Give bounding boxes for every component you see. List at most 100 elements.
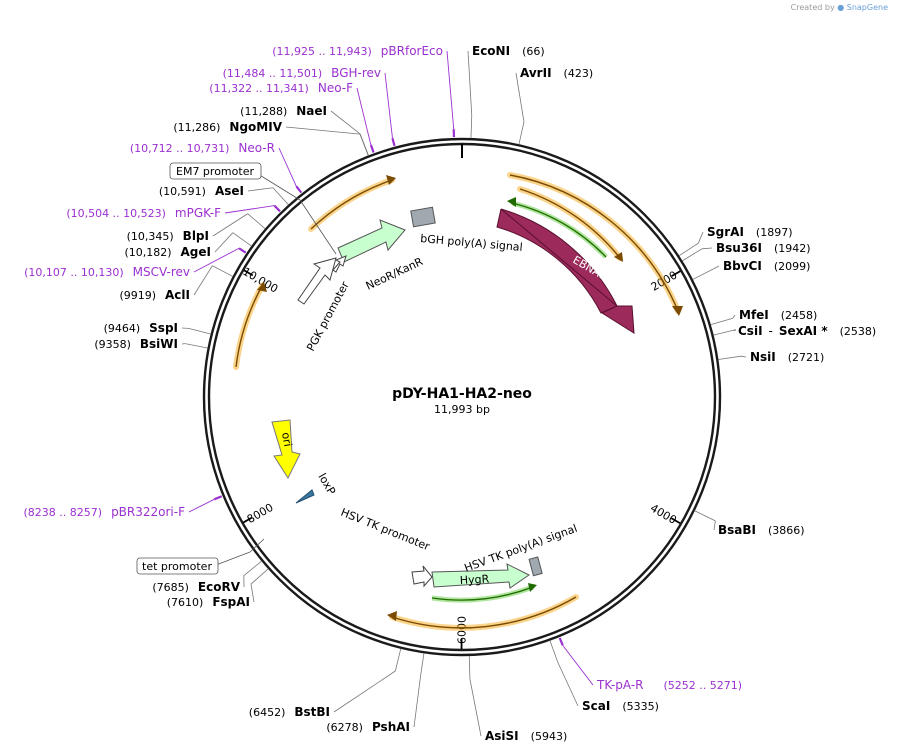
primer-label: TK-pA-R(5252 .. 5271) <box>596 678 742 692</box>
backbone <box>202 137 722 657</box>
green-arc-top-right-head <box>507 197 516 207</box>
site-label: SgrAI(1897) <box>707 225 792 239</box>
site-fspai[interactable]: (7610)FspAI <box>167 568 269 609</box>
primer-pbr322ori-f[interactable]: (8238 .. 8257)pBR322ori-F <box>24 495 223 519</box>
site-avrii[interactable]: AvrII(423) <box>515 66 593 145</box>
site-label: EcoNI(66) <box>472 44 545 58</box>
neor-label: NeoR/KanR <box>364 255 426 293</box>
loxp-arrow <box>295 489 315 504</box>
site-leader <box>185 343 208 349</box>
site-asisi[interactable]: AsiSI(5943) <box>468 655 567 743</box>
plasmid-name: pDY-HA1-HA2-neo <box>392 386 532 402</box>
primer-label: (11,484 .. 11,501)BGH-rev <box>223 66 381 80</box>
primer-leader <box>278 147 297 187</box>
green-arc-bottom-head <box>528 583 537 592</box>
site-leader <box>420 653 425 676</box>
primer-neo-f[interactable]: (11,322 .. 11,341)Neo-F <box>209 81 375 153</box>
site-blpi[interactable]: (10,345)BlpI <box>127 213 266 243</box>
site-bbvci[interactable]: BbvCI(2099) <box>692 259 811 280</box>
orange-arc-bottom-head <box>387 611 397 621</box>
site-bsiwi[interactable]: (9358)BsiWI <box>94 337 208 351</box>
site-scai[interactable]: ScaI(5335) <box>549 640 659 713</box>
site-agei[interactable]: (10,182)AgeI <box>124 232 252 259</box>
site-leader-ext <box>247 187 274 192</box>
boxed-label-leaders <box>215 173 337 566</box>
green-feature-arcs <box>431 197 608 603</box>
hsv-tk-promoter-feature: HSV TK promoter <box>339 506 433 588</box>
site-leader <box>359 133 369 156</box>
site-nsii[interactable]: NsiI(2721) <box>718 350 824 364</box>
site-leader <box>250 568 269 585</box>
primer-mark <box>558 637 564 646</box>
credit-brand: SnapGene <box>846 3 888 12</box>
orange-arc-top-left-head <box>386 175 396 185</box>
em7-leader-2 <box>299 199 337 255</box>
orange-arc-right-outer-head <box>672 306 683 316</box>
tick-mark <box>670 517 681 525</box>
tick-label: 6000 <box>456 616 469 644</box>
primer-bgh-rev[interactable]: (11,484 .. 11,501)BGH-rev <box>223 66 396 147</box>
green-arc-bottom <box>431 584 534 603</box>
tick-mark <box>671 270 681 277</box>
site-ecorv[interactable]: (7685)EcoRV <box>152 560 262 594</box>
primer-mpgk-f[interactable]: (10,504 .. 10,523)mPGK-F <box>66 204 281 220</box>
site-leader <box>710 317 733 326</box>
tick-mark <box>243 516 253 524</box>
em7-leader <box>257 173 301 201</box>
site-bsu36i[interactable]: Bsu36I(1942) <box>682 241 811 262</box>
site-label: (10,591)AseI <box>159 184 244 198</box>
primer-sites: (11,925 .. 11,943)pBRforEco(11,484 .. 11… <box>24 44 743 692</box>
hsv-tk-polya-box <box>528 556 543 577</box>
site-leader-ext <box>330 110 361 135</box>
site-csii[interactable]: CsiI-SexAI *(2538) <box>713 324 877 338</box>
site-ngomiv[interactable]: (11,286)NgoMIV <box>173 120 369 156</box>
site-acli[interactable]: (9919)AclI <box>119 265 233 302</box>
primer-leader <box>193 247 240 273</box>
site-pshai[interactable]: (6278)PshAI <box>326 653 425 734</box>
site-leader <box>247 213 266 229</box>
site-label: (9358)BsiWI <box>94 337 178 351</box>
site-naei[interactable]: (11,288)NaeI <box>240 104 369 156</box>
orange-arc-right-outer-core <box>509 174 679 312</box>
orange-arc-bottom-core <box>391 596 577 629</box>
primer-leader <box>188 498 215 513</box>
primer-leader <box>356 87 372 146</box>
site-econi[interactable]: EcoNI(66) <box>467 44 545 139</box>
site-asei[interactable]: (10,591)AseI <box>159 184 289 206</box>
green-arc-bottom-core <box>431 586 534 601</box>
site-leader-ext <box>713 520 716 531</box>
site-bstbi[interactable]: (6452)BstBI <box>249 648 402 719</box>
primer-leader <box>562 645 594 686</box>
site-label: ScaI(5335) <box>582 699 659 713</box>
site-leader <box>470 115 473 139</box>
site-leader <box>243 560 262 576</box>
site-leader-ext <box>697 231 704 244</box>
site-mfei[interactable]: MfeI(2458) <box>710 308 818 326</box>
site-label: AsiSI(5943) <box>485 729 567 743</box>
primer-neo-r[interactable]: (10,712 .. 10,731)Neo-R <box>130 141 303 194</box>
site-sspi[interactable]: (9464)SspI <box>104 321 211 335</box>
site-bsabi[interactable]: BsaBI(3866) <box>694 510 805 537</box>
ebna1-arrow <box>496 208 635 334</box>
site-leader-ext <box>285 126 360 135</box>
snapgene-logo-icon: ● <box>837 3 845 12</box>
primer-tk-pa-r[interactable]: TK-pA-R(5252 .. 5271) <box>558 637 742 692</box>
hygr-arrow <box>431 563 530 589</box>
orange-feature-arcs <box>233 172 683 631</box>
loxp-label: loxP <box>315 471 338 497</box>
credit-prefix: Created by <box>790 3 835 12</box>
site-label: (10,182)AgeI <box>124 245 211 259</box>
site-label: NsiI(2721) <box>750 350 824 364</box>
site-label: (9464)SspI <box>104 321 178 335</box>
bgh-polya-box <box>410 206 436 228</box>
site-sgrai[interactable]: SgrAI(1897) <box>678 225 792 257</box>
ori-label: ori <box>279 431 294 447</box>
bgh-polya-label: bGH poly(A) signal <box>420 232 523 254</box>
primer-pbrforeco[interactable]: (11,925 .. 11,943)pBRforEco <box>272 44 456 138</box>
orange-arc-right-inner-core <box>519 188 621 259</box>
hsv-tk-promoter-arrow <box>411 565 433 588</box>
primer-mscv-rev[interactable]: (10,107 .. 10,130)MSCV-rev <box>24 247 247 279</box>
site-leader <box>718 355 742 360</box>
site-leader <box>713 329 736 336</box>
